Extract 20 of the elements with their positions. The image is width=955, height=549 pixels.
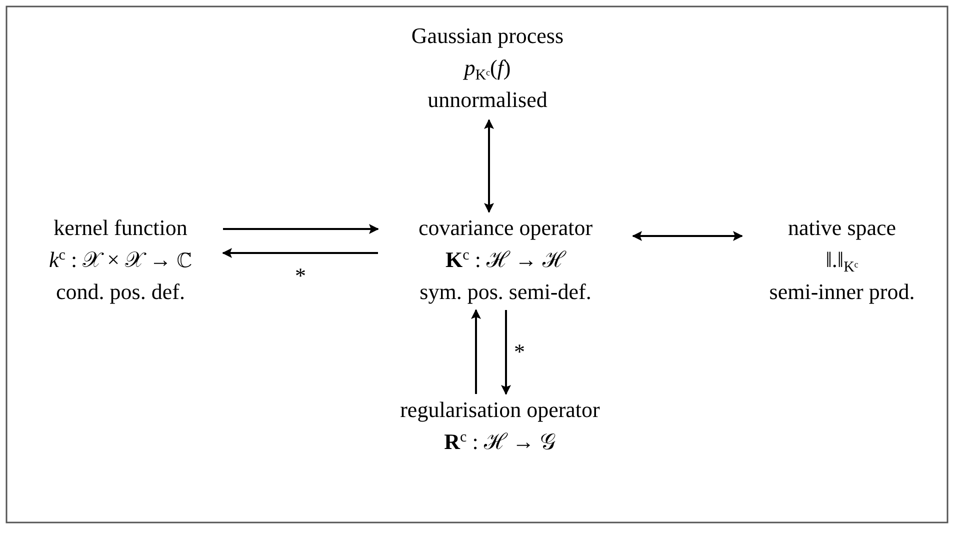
node-title: native space [788, 214, 896, 242]
arrow [632, 231, 743, 241]
arrow [484, 119, 494, 213]
arrow [471, 309, 481, 394]
arrow [222, 248, 378, 258]
node-property: cond. pos. def. [56, 278, 185, 306]
arrow [223, 224, 379, 234]
formula: ‖.‖$_{Kᶜ}$ [826, 246, 858, 276]
node-property: sym. pos. semi-def. [420, 278, 592, 306]
node-title: kernel function [54, 214, 188, 242]
node-title: covariance operator [418, 214, 593, 242]
formula: p$_{Kᶜ}$(f) [464, 54, 511, 84]
formula: R$^{c}$ : ℋ → 𝒢 [444, 428, 556, 456]
node-title: Gaussian process [411, 22, 564, 50]
node-property: unnormalised [428, 86, 548, 114]
formula: K$^{c}$ : ℋ → ℋ [446, 246, 566, 274]
formula: k$^{c}$ : 𝒳 × 𝒳 → ℂ [49, 246, 192, 274]
node-title: regularisation operator [400, 396, 600, 424]
arrow [501, 310, 511, 395]
node-property: semi-inner prod. [769, 278, 915, 306]
